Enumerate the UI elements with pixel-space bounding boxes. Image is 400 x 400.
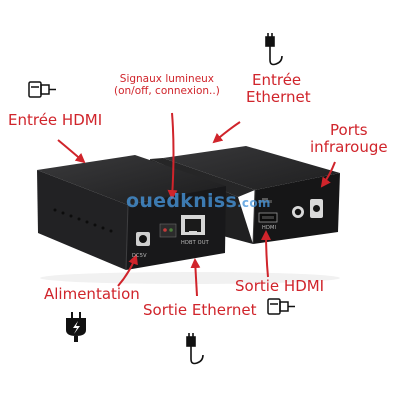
watermark-domain: .com — [237, 196, 271, 210]
label-entree-hdmi: Entrée HDMI — [8, 111, 103, 129]
transmitter-unit — [37, 155, 226, 271]
arrow-alimentation — [117, 254, 138, 287]
label-ports-line2: infrarouge — [310, 137, 388, 156]
annotation-arrows — [57, 112, 336, 297]
label-sortie-ethernet: Sortie Ethernet — [143, 301, 257, 319]
led-indicators — [159, 223, 177, 238]
label-entree-ethernet-line2: Ethernet — [246, 87, 311, 106]
label-signaux-line1: Signaux lumineux — [119, 73, 215, 85]
hdbt-out-text: HDBT OUT — [181, 240, 209, 246]
label-ports-line1: Ports — [330, 121, 368, 139]
hdmi-plug-icon — [28, 81, 56, 98]
arrow-ports-infrarouge — [320, 161, 336, 188]
hdmi-port-text: HDMI — [262, 225, 277, 231]
watermark: ouedkniss.com — [126, 190, 271, 212]
label-entree-ethernet: Entrée Ethernet — [246, 72, 311, 106]
label-ports-infrarouge: Ports infrarouge — [310, 122, 388, 156]
label-signaux-lumineux: Signaux lumineux (on/off, connexion..) — [114, 73, 220, 98]
power-plug-icon — [66, 312, 86, 342]
arrow-entree-hdmi — [57, 139, 86, 164]
ethernet-plug-icon — [186, 333, 204, 365]
ethernet-plug-icon — [265, 33, 283, 66]
arrow-sortie-ethernet — [190, 258, 201, 297]
label-signaux-line2: (on/off, connexion..) — [114, 84, 220, 97]
dc5v-text: DC5V — [132, 253, 147, 259]
label-sortie-hdmi: Sortie HDMI — [235, 277, 325, 295]
arrow-signaux — [167, 112, 178, 200]
arrow-entree-ethernet — [212, 121, 241, 144]
label-alimentation: Alimentation — [44, 285, 140, 303]
watermark-name: ouedkniss — [126, 190, 238, 212]
label-entree-ethernet-line1: Entrée — [252, 71, 302, 89]
hdmi-plug-icon — [267, 298, 295, 315]
arrow-sortie-hdmi — [261, 230, 272, 278]
